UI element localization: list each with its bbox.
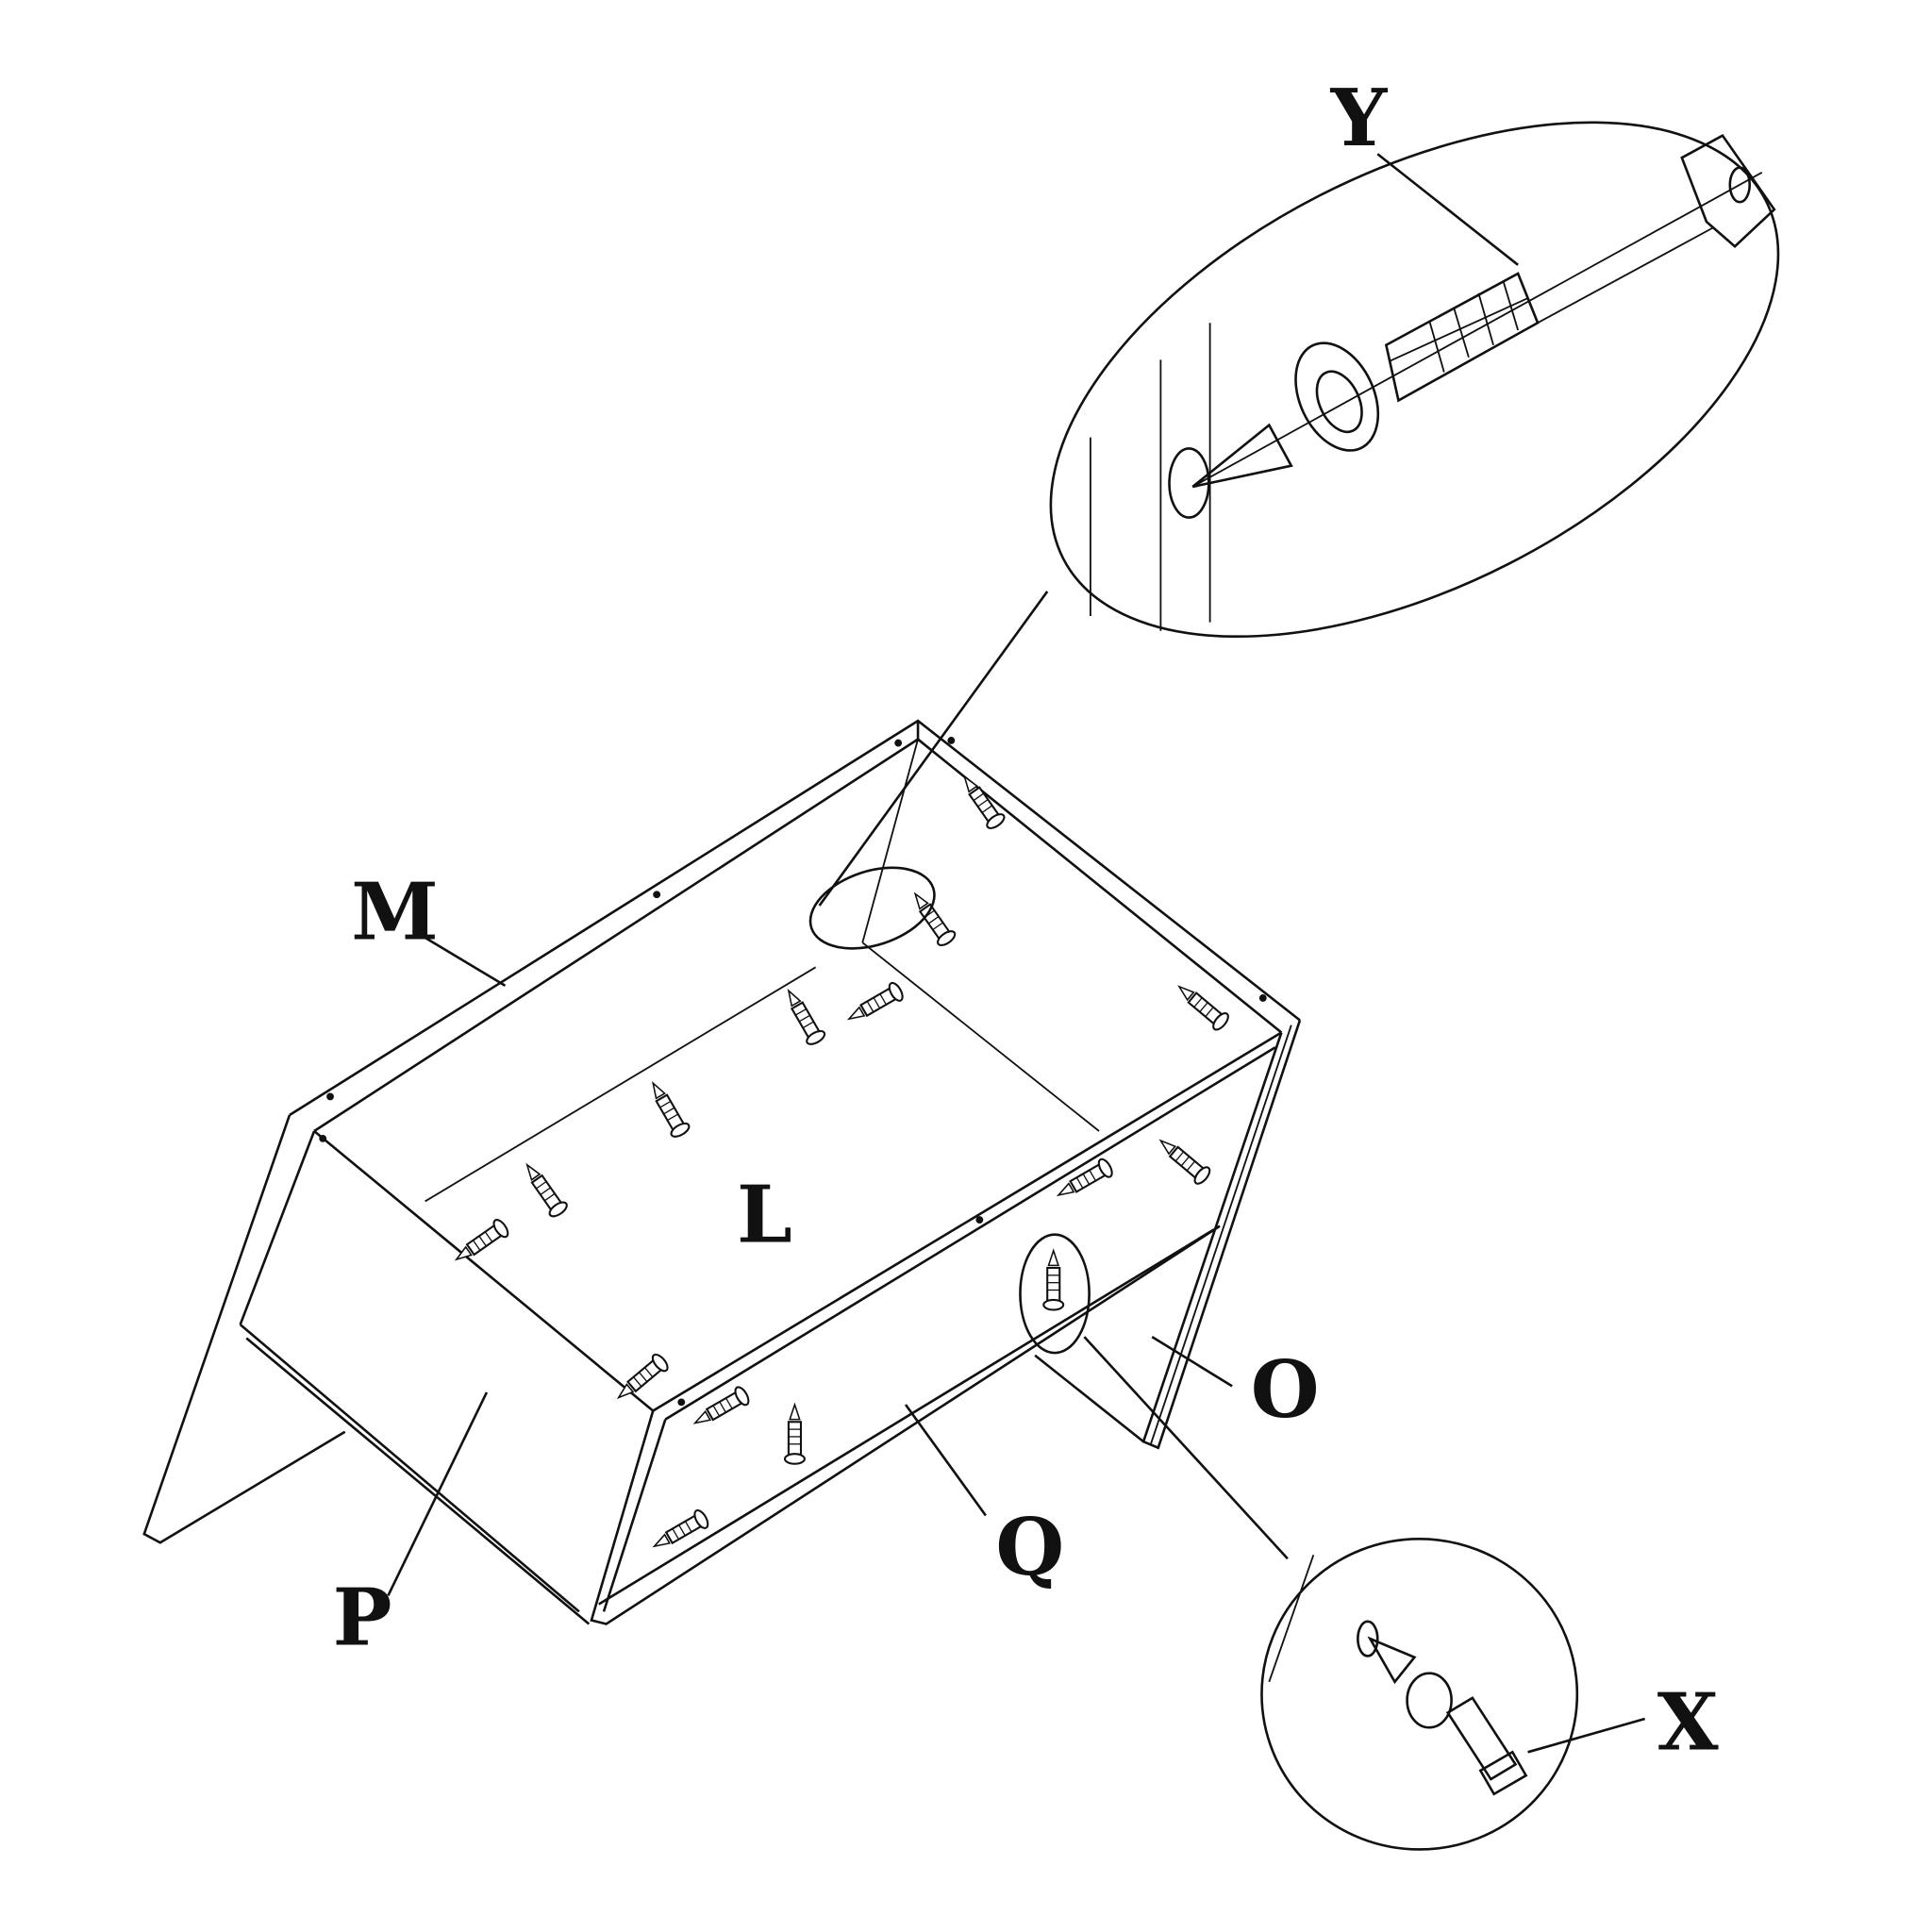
screw-icon <box>652 1080 691 1138</box>
screw-icon <box>846 981 904 1021</box>
callout-y: Y <box>808 72 1780 950</box>
screw-icon <box>963 774 1006 829</box>
leader-y <box>1376 153 1519 266</box>
screw-icon <box>783 1402 806 1465</box>
leader-m <box>411 929 507 988</box>
detail-marker-x <box>1019 1233 1091 1355</box>
label-x: X <box>1657 1676 1719 1769</box>
screw-icon <box>692 1386 750 1424</box>
panel-o-edge <box>1141 1020 1302 1450</box>
screw-icon <box>652 1508 709 1548</box>
screw-icon <box>616 1353 669 1400</box>
detail-marker-y <box>808 866 936 950</box>
label-y: Y <box>1330 72 1389 164</box>
screw-icon <box>1177 985 1229 1031</box>
panel-q-edge <box>590 1224 1221 1625</box>
screw-icon <box>1042 1248 1065 1311</box>
screw-icon <box>1158 1139 1211 1185</box>
cabinet-body <box>142 719 1302 1625</box>
leader-x <box>1527 1717 1646 1754</box>
screw-icon <box>454 1219 509 1261</box>
leader-o <box>1151 1336 1233 1388</box>
panel-m-inner-edge <box>313 738 1283 1133</box>
panel-l-edge <box>425 966 817 1203</box>
panel-m-edge <box>289 719 1301 1117</box>
screw-icon <box>787 989 826 1045</box>
screw-icon <box>525 1162 568 1218</box>
panel-p-edge <box>142 1114 346 1544</box>
label-p: P <box>333 1572 392 1664</box>
label-m: M <box>351 865 439 958</box>
screws <box>454 774 1229 1548</box>
leader-q <box>904 1404 987 1517</box>
label-q: Q <box>995 1501 1064 1593</box>
label-o: O <box>1251 1343 1320 1436</box>
callout-x: X <box>1019 1233 1719 1851</box>
screw-icon <box>1056 1158 1113 1197</box>
leader-p <box>387 1391 489 1596</box>
screw-icon <box>913 891 957 946</box>
label-l: L <box>737 1169 792 1261</box>
